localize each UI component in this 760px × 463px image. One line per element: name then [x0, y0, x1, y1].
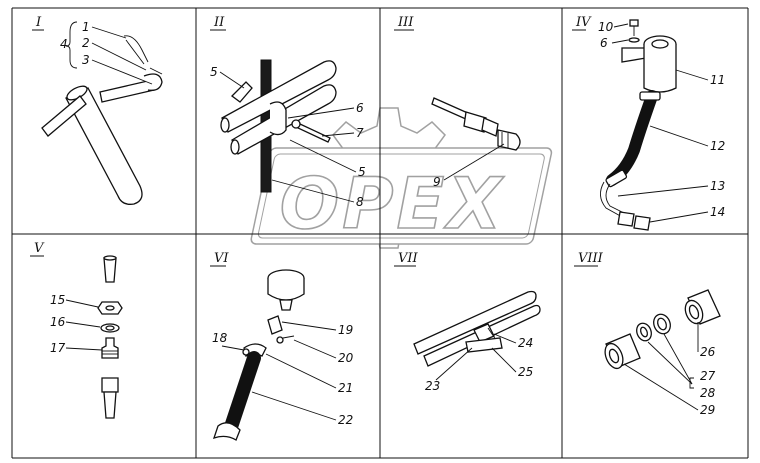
- panel-grid: [11, 7, 749, 459]
- label-20: 20: [338, 351, 354, 365]
- label-5a: 5: [210, 65, 218, 79]
- pipe: [65, 87, 143, 205]
- union-nut: [497, 129, 521, 151]
- nipple-fitting: [101, 337, 119, 359]
- label-11: 11: [710, 73, 725, 87]
- panel-1: I 1 2 3 4: [32, 15, 163, 205]
- lower-nut: [101, 377, 119, 393]
- upper-clamp: [231, 81, 253, 103]
- bolt-head: [629, 19, 639, 27]
- clip-24: [473, 323, 495, 343]
- panel-6: VI 18 19 20 21 22: [210, 251, 354, 441]
- panel-5-roman: V: [34, 241, 45, 256]
- label-28: 28: [700, 386, 716, 400]
- watermark-text: OPEX: [280, 163, 505, 245]
- label-17: 17: [50, 341, 66, 355]
- label-14: 14: [710, 205, 725, 219]
- fitting-14: [633, 215, 651, 231]
- label-16: 16: [50, 315, 66, 329]
- label-3: 3: [82, 53, 90, 67]
- panel-3-roman: III: [397, 15, 414, 30]
- label-12: 12: [710, 139, 725, 153]
- cotter-pin: [123, 35, 149, 63]
- panel-5: V 15 16 17: [30, 241, 123, 419]
- label-5b: 5: [358, 165, 366, 179]
- label-7: 7: [356, 126, 364, 140]
- label-15: 15: [50, 293, 65, 307]
- opex-watermark: OPEX: [250, 107, 553, 249]
- fitting-19: [267, 315, 283, 335]
- hose-22: [225, 351, 261, 431]
- label-24: 24: [518, 336, 533, 350]
- label-26: 26: [700, 345, 716, 359]
- panel-8: VIII 26 27 28 29: [574, 251, 721, 417]
- panel-6-roman: VI: [214, 251, 229, 266]
- label-9: 9: [433, 175, 441, 189]
- label-23: 23: [425, 379, 440, 393]
- label-21: 21: [338, 381, 353, 395]
- bolt: [297, 123, 331, 143]
- fuel-line: [431, 97, 471, 121]
- hose: [606, 90, 658, 186]
- washer: [628, 37, 640, 43]
- label-6-iv: 6: [600, 36, 608, 50]
- label-18: 18: [212, 331, 228, 345]
- label-29: 29: [700, 403, 715, 417]
- panel-7: VII 23 24 25: [394, 251, 541, 393]
- panel-7-roman: VII: [398, 251, 419, 266]
- clamp: [143, 73, 163, 91]
- panel-3: III 9: [394, 15, 521, 189]
- label-8: 8: [356, 195, 364, 209]
- brake-lines: [413, 290, 537, 355]
- panel-8-roman: VIII: [578, 251, 604, 266]
- label-6: 6: [356, 101, 364, 115]
- label-4: 4: [60, 37, 68, 51]
- fitting-13: [617, 211, 635, 227]
- label-13: 13: [710, 179, 725, 193]
- panel-2-roman: II: [213, 15, 225, 30]
- panel-4: IV 10 6 11 12 13 14: [572, 15, 725, 231]
- upper-tube: [103, 257, 117, 283]
- lower-tube: [103, 391, 117, 419]
- label-10: 10: [598, 20, 614, 34]
- label-25: 25: [518, 365, 533, 379]
- bracket: [621, 47, 647, 63]
- label-2: 2: [82, 36, 90, 50]
- label-1: 1: [82, 20, 90, 34]
- middle-clamp: [269, 101, 287, 136]
- panel-1-roman: I: [35, 15, 42, 30]
- label-27: 27: [700, 369, 716, 383]
- label-22: 22: [338, 413, 353, 427]
- label-19: 19: [338, 323, 353, 337]
- panel-4-roman: IV: [575, 15, 592, 30]
- panel-2: II 5 6 7 5 8: [210, 15, 366, 209]
